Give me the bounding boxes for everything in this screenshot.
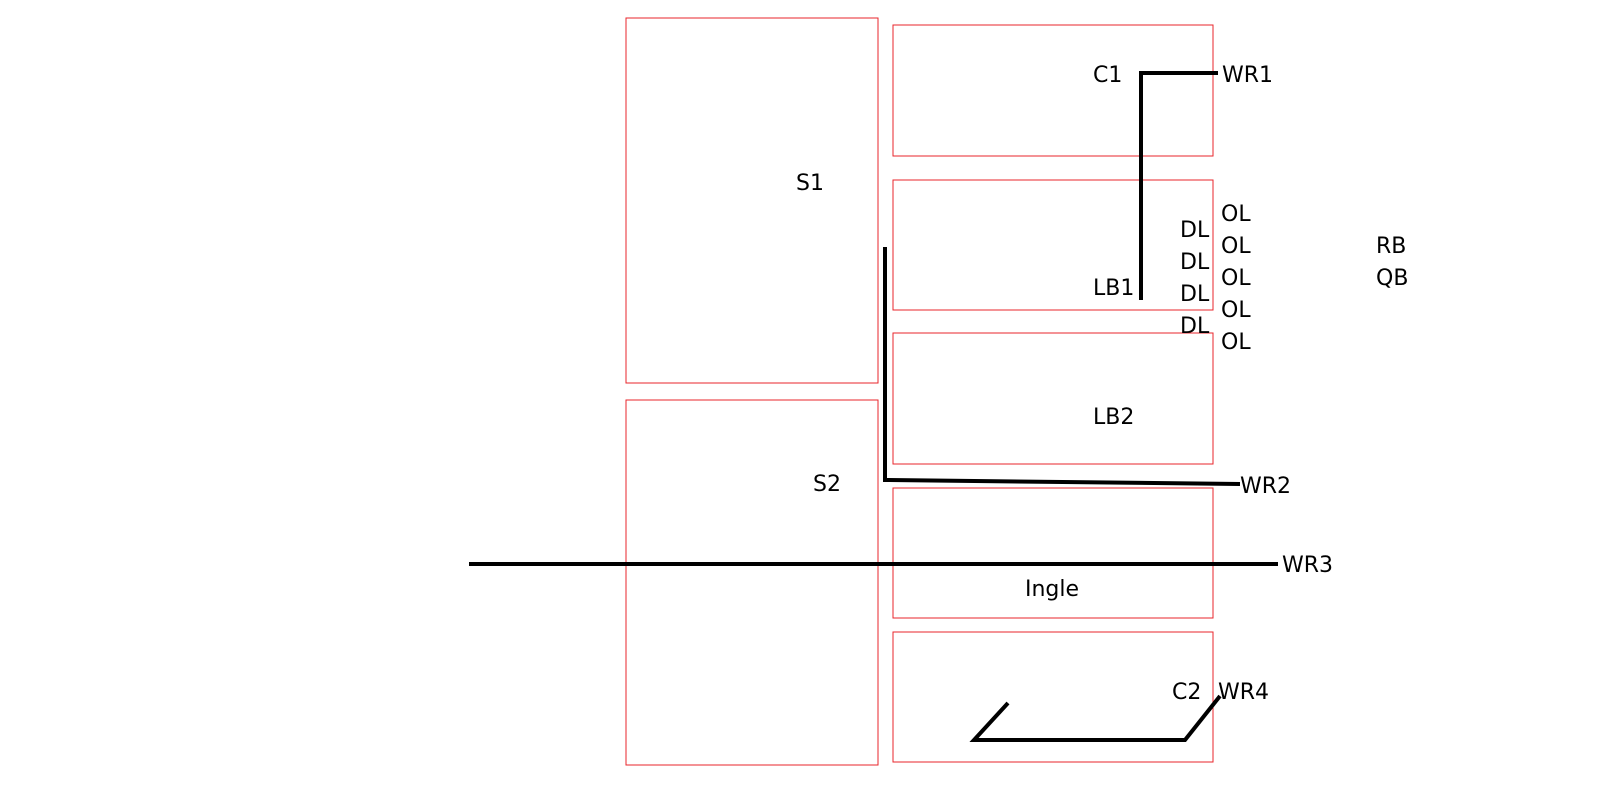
route-labels: WR1 WR2 WR3 WR4 (1218, 63, 1333, 705)
zone-label-c1: C1 (1093, 63, 1122, 88)
dl-label: DL (1180, 314, 1210, 339)
rb-label: RB (1376, 234, 1406, 259)
ol-label: OL (1221, 330, 1251, 355)
zone-label-c2: C2 (1172, 680, 1201, 705)
zone-label-s2: S2 (813, 472, 841, 497)
dl-label: DL (1180, 282, 1210, 307)
ol-label: OL (1221, 234, 1251, 259)
defensive-line: DL DL DL DL (1180, 218, 1210, 339)
zone-s1-box (625, 17, 879, 384)
zone-c2-box (892, 631, 1214, 763)
zone-label-lb2: LB2 (1093, 405, 1134, 430)
zone-label-s1: S1 (796, 171, 824, 196)
zone-s2-box (625, 399, 879, 766)
coverage-zones (625, 17, 1214, 766)
zone-label-ingle: Ingle (1025, 577, 1079, 602)
qb-label: QB (1376, 266, 1408, 291)
dl-label: DL (1180, 250, 1210, 275)
ol-label: OL (1221, 202, 1251, 227)
route-label-wr3: WR3 (1282, 553, 1333, 578)
route-label-wr2: WR2 (1240, 474, 1291, 499)
zone-labels: S1 S2 C1 LB1 LB2 Ingle C2 (796, 63, 1201, 705)
zone-lb2-box (892, 332, 1214, 465)
ol-label: OL (1221, 266, 1251, 291)
zone-lb1-box (892, 179, 1214, 311)
route-wr4-line (969, 694, 1222, 742)
route-label-wr1: WR1 (1222, 63, 1273, 88)
routes (469, 71, 1278, 742)
backfield: RB QB (1376, 234, 1408, 291)
ol-label: OL (1221, 298, 1251, 323)
offensive-line: OL OL OL OL OL (1221, 202, 1251, 355)
zone-c1-box (892, 24, 1214, 157)
route-wr2-line (883, 247, 1241, 486)
dl-label: DL (1180, 218, 1210, 243)
route-wr1-line (1139, 71, 1218, 300)
zone-ingle-box (892, 487, 1214, 619)
zone-label-lb1: LB1 (1093, 276, 1134, 301)
route-label-wr4: WR4 (1218, 680, 1269, 705)
